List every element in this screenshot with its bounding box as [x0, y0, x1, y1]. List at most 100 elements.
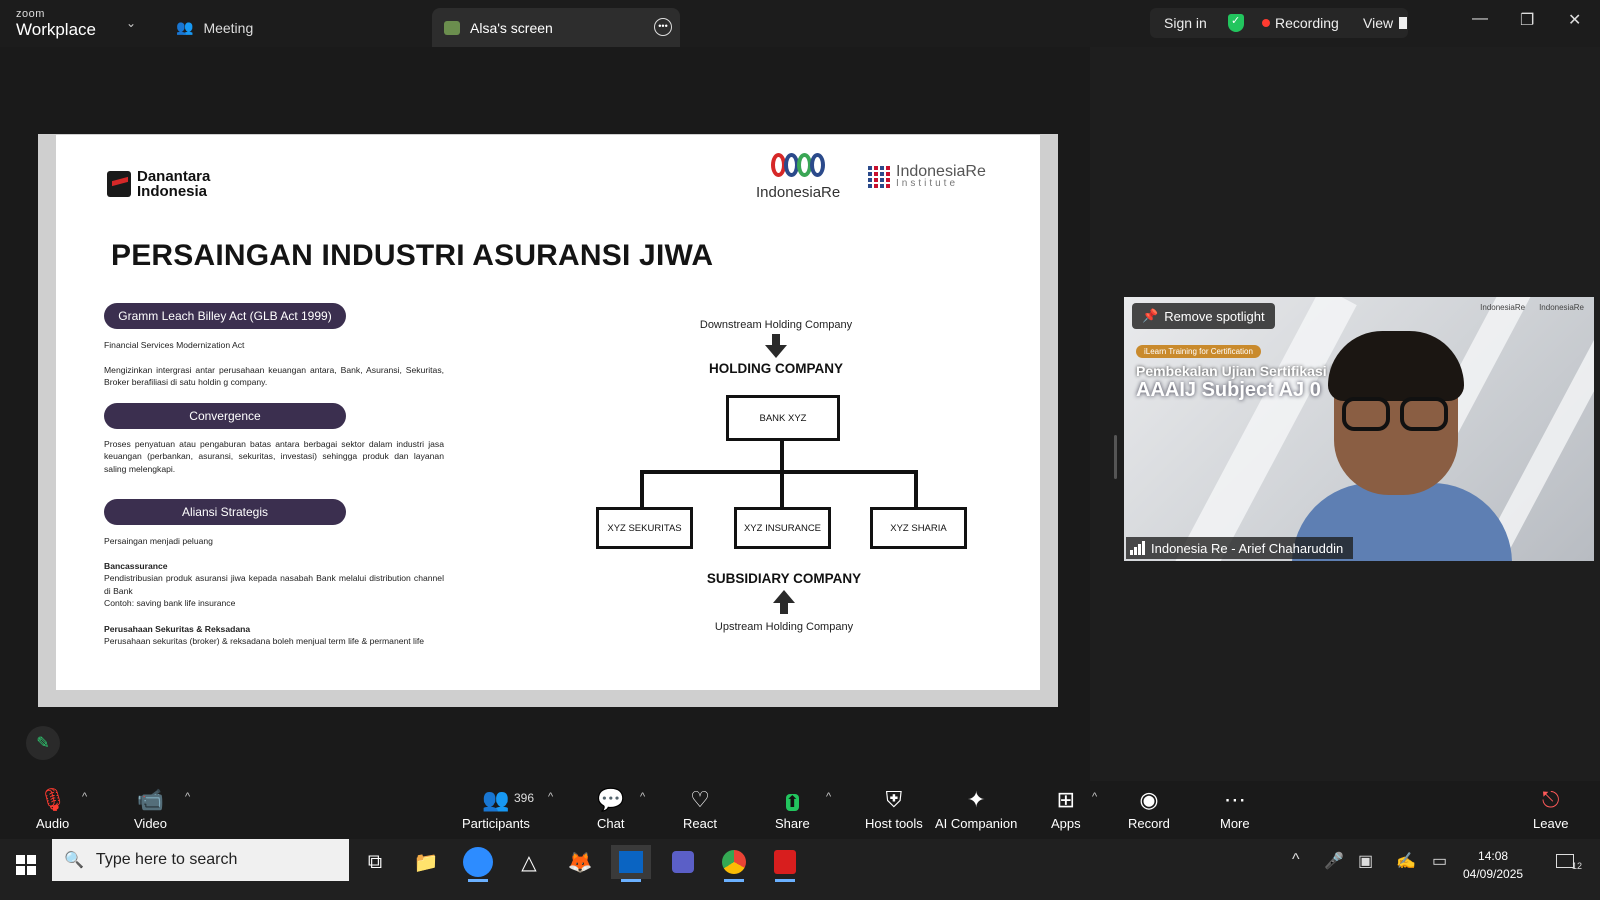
indonesiare-logo-text: IndonesiaRe [756, 184, 841, 201]
apps-caret-icon[interactable]: ^ [1092, 791, 1098, 803]
video-button[interactable]: 📹 Video [134, 787, 167, 831]
teams-icon[interactable] [663, 845, 703, 879]
audio-button[interactable]: 🎙 Audio [36, 787, 69, 831]
record-icon: ◉ [1139, 787, 1159, 812]
section-pill-glb: Gramm Leach Billey Act (GLB Act 1999) [104, 303, 346, 329]
zoom-logo[interactable]: zoom Workplace [16, 9, 96, 39]
holding-company-title: HOLDING COMPANY [709, 361, 843, 376]
tab-shared-screen[interactable]: Alsa's screen ••• [432, 8, 680, 47]
search-placeholder: Type here to search [95, 851, 238, 868]
view-icon [1399, 17, 1408, 29]
remove-spotlight-button[interactable]: 📌 Remove spotlight [1132, 303, 1275, 329]
sign-in-button[interactable]: Sign in [1164, 15, 1207, 31]
tray-chevron-up-icon[interactable]: ^ [1292, 851, 1300, 868]
chat-button[interactable]: 💬 Chat [597, 787, 624, 831]
resize-handle[interactable] [1114, 435, 1117, 479]
presentation-slide: Danantara Indonesia IndonesiaRe [56, 135, 1040, 690]
close-icon[interactable]: ✕ [1568, 12, 1582, 29]
bancassurance-block: Bancassurance Pendistribusian produk asu… [104, 560, 444, 610]
annotate-pencil-icon[interactable]: ✎ [26, 726, 60, 760]
participants-button[interactable]: 👥 Participants [462, 787, 530, 831]
chrome-icon[interactable] [714, 845, 754, 882]
bancassurance-example: Contoh: saving bank life insurance [104, 598, 236, 609]
participant-name: Indonesia Re - Arief Chaharuddin [1151, 540, 1344, 556]
more-label: More [1220, 816, 1250, 831]
meeting-toolbar: 🎙 Audio ^ 📹 Video ^ 👥 Participants 396 ^… [0, 781, 1600, 839]
notifications-icon[interactable]: 12 [1556, 851, 1582, 871]
glb-description: Mengizinkan intergrasi antar perusahaan … [104, 365, 444, 388]
glb-subtitle: Financial Services Modernization Act [104, 340, 245, 350]
chat-caret-icon[interactable]: ^ [640, 791, 646, 803]
xyz-sharia-box: XYZ SHARIA [870, 507, 967, 549]
minimize-icon[interactable]: — [1472, 10, 1488, 27]
heart-icon: ♡ [690, 787, 710, 812]
participants-caret-icon[interactable]: ^ [548, 791, 554, 803]
host-tools-button[interactable]: ⛨ Host tools [865, 787, 923, 831]
share-caret-icon[interactable]: ^ [826, 791, 832, 803]
tray-network-icon[interactable]: ▭ [1432, 853, 1448, 870]
sekuritas-text: Perusahaan sekuritas (broker) & reksadan… [104, 636, 425, 647]
video-label: Video [134, 816, 168, 831]
file-explorer-icon[interactable]: 📁 [413, 851, 439, 874]
xyz-insurance-box: XYZ INSURANCE [734, 507, 831, 549]
video-options-caret-icon[interactable]: ^ [185, 791, 191, 803]
react-button[interactable]: ♡ React [683, 787, 717, 831]
participants-count: 396 [514, 791, 535, 805]
presenter-hair [1328, 331, 1464, 401]
brand-bottom: Workplace [16, 20, 96, 39]
danantara-logo-line1: Danantara [137, 168, 211, 185]
task-view-icon[interactable]: ⧉ [367, 850, 383, 873]
aliansi-subtitle: Persaingan menjadi peluang [104, 536, 213, 546]
chat-icon: 💬 [597, 787, 625, 812]
spotlight-video-tile[interactable]: 📌 Remove spotlight IndonesiaRe Indonesia… [1124, 297, 1594, 561]
tray-mic-icon[interactable]: 🎤 [1324, 853, 1344, 870]
participants-label: Participants [462, 816, 530, 831]
chevron-down-icon[interactable]: ⌄ [126, 16, 137, 30]
zoom-app-icon[interactable] [458, 845, 498, 882]
convergence-description: Proses penyatuan atau pengaburan batas a… [104, 439, 444, 474]
more-button[interactable]: ⋯ More [1220, 787, 1250, 831]
more-options-icon[interactable]: ••• [654, 18, 672, 36]
tab-meeting[interactable]: 👥 Meeting [176, 8, 253, 47]
record-button[interactable]: ◉ Record [1128, 787, 1170, 831]
section-pill-convergence: Convergence [104, 403, 346, 429]
video-overlay-logos: IndonesiaRe IndonesiaRe [1480, 303, 1584, 312]
audio-options-caret-icon[interactable]: ^ [82, 791, 88, 803]
connector-line [914, 470, 918, 508]
banner-tag: iLearn Training for Certification [1136, 345, 1261, 358]
shared-screen-area: Danantara Indonesia IndonesiaRe [0, 47, 1090, 781]
notification-count: 12 [1572, 861, 1583, 871]
view-button[interactable]: View [1363, 15, 1408, 31]
restore-icon[interactable]: ❐ [1520, 12, 1535, 29]
ai-companion-button[interactable]: ✦ AI Companion [935, 787, 1017, 831]
react-label: React [683, 816, 717, 831]
google-drive-icon[interactable]: △ [521, 851, 537, 874]
windows-start-icon[interactable] [16, 855, 36, 875]
shield-icon[interactable] [1228, 14, 1244, 32]
tray-display-icon[interactable]: ▣ [1358, 853, 1374, 870]
recording-label[interactable]: Recording [1275, 15, 1339, 31]
remove-spotlight-label: Remove spotlight [1164, 308, 1265, 324]
taskbar-search-input[interactable]: 🔍 Type here to search [52, 839, 349, 881]
outlook-icon[interactable] [611, 845, 651, 882]
clock-time: 14:08 [1478, 849, 1509, 863]
share-label: Share [775, 816, 810, 831]
bank-xyz-box: BANK XYZ [726, 395, 840, 441]
sparkle-icon: ✦ [966, 787, 986, 812]
rings-icon [756, 153, 840, 181]
view-label: View [1363, 15, 1394, 31]
status-group: Sign in Recording View [1150, 8, 1408, 38]
firefox-icon[interactable]: 🦊 [567, 851, 593, 874]
tray-pen-icon[interactable]: ✍ [1396, 853, 1416, 870]
chat-label: Chat [597, 816, 625, 831]
leave-button[interactable]: ⎋ Leave [1533, 787, 1568, 831]
banner-line1: Pembekalan Ujian Sertifikasi P [1136, 363, 1340, 379]
apps-icon: ⊞ [1056, 787, 1076, 812]
section-pill-aliansi: Aliansi Strategis [104, 499, 346, 525]
share-button[interactable]: ⬆ Share [775, 787, 810, 831]
apps-button[interactable]: ⊞ Apps [1051, 787, 1081, 831]
glasses-left [1342, 397, 1390, 431]
taskbar-clock[interactable]: 14:08 04/09/2025 [1463, 847, 1523, 883]
recording-dot-icon [1262, 19, 1270, 27]
acrobat-icon[interactable] [765, 845, 805, 882]
